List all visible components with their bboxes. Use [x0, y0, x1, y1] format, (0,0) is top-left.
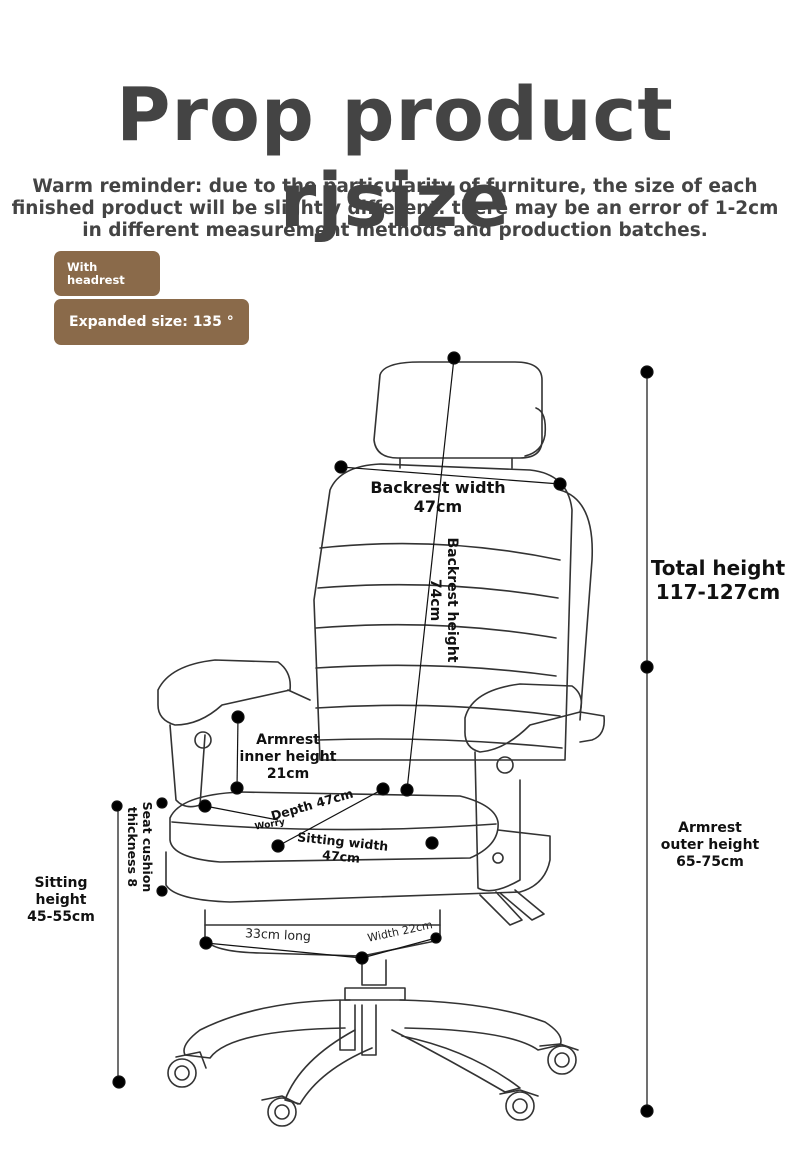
seat-cushion-thickness-label: Seat cushion thickness 8	[121, 799, 155, 895]
chair-outline	[157, 361, 606, 1127]
backrest-width-text: Backrest width	[370, 478, 506, 497]
armrest-inner-line: Armrest	[256, 732, 320, 748]
armrest-inner-height-label: Armrest inner height 21cm	[232, 732, 344, 782]
backrest-width-value: 47cm	[413, 497, 463, 517]
backrest-height-label: Backrest height 74cm	[420, 530, 460, 670]
reminder-line: Warm reminder: due to the particularity …	[32, 176, 758, 197]
sitting-height-label: Sitting height 45-55cm	[16, 875, 106, 925]
headrest-badge: With headrest	[54, 251, 160, 296]
armrest-outer-value: 65-75cm	[676, 853, 744, 870]
total-height-text: Total height	[650, 556, 786, 580]
dimension-lines	[111, 351, 654, 1118]
backrest-width-label: Backrest width 47cm	[360, 478, 516, 516]
total-height-value: 117-127cm	[655, 580, 781, 604]
armrest-inner-line: inner height	[239, 748, 337, 765]
total-height-label: Total height 117-127cm	[648, 556, 788, 604]
headrest-badge-line: headrest	[67, 273, 125, 287]
reminder-line: finished product will be slightly differ…	[11, 198, 779, 219]
armrest-outer-height-label: Armrest outer height 65-75cm	[650, 820, 770, 870]
warm-reminder: Warm reminder: due to the particularity …	[10, 176, 780, 242]
expanded-size-badge: Expanded size: 135 °	[54, 299, 249, 345]
sitting-height-value: 45-55cm	[27, 908, 95, 925]
sitting-height-line: Sitting	[34, 875, 88, 891]
headrest-badge-line: With	[67, 260, 98, 274]
reminder-line: in different measurement methods and pro…	[82, 220, 708, 241]
armrest-inner-value: 21cm	[266, 765, 310, 782]
cushion-line: Seat cushion	[140, 801, 155, 893]
backrest-height-text: Backrest height	[444, 537, 460, 663]
armrest-outer-line: Armrest	[678, 820, 742, 836]
page-title: Prop product rjsize	[116, 72, 674, 244]
cushion-line: thickness 8	[125, 806, 140, 888]
sitting-height-line: height	[35, 891, 87, 908]
backrest-height-value: 74cm	[427, 578, 444, 622]
armrest-outer-line: outer height	[660, 836, 760, 853]
